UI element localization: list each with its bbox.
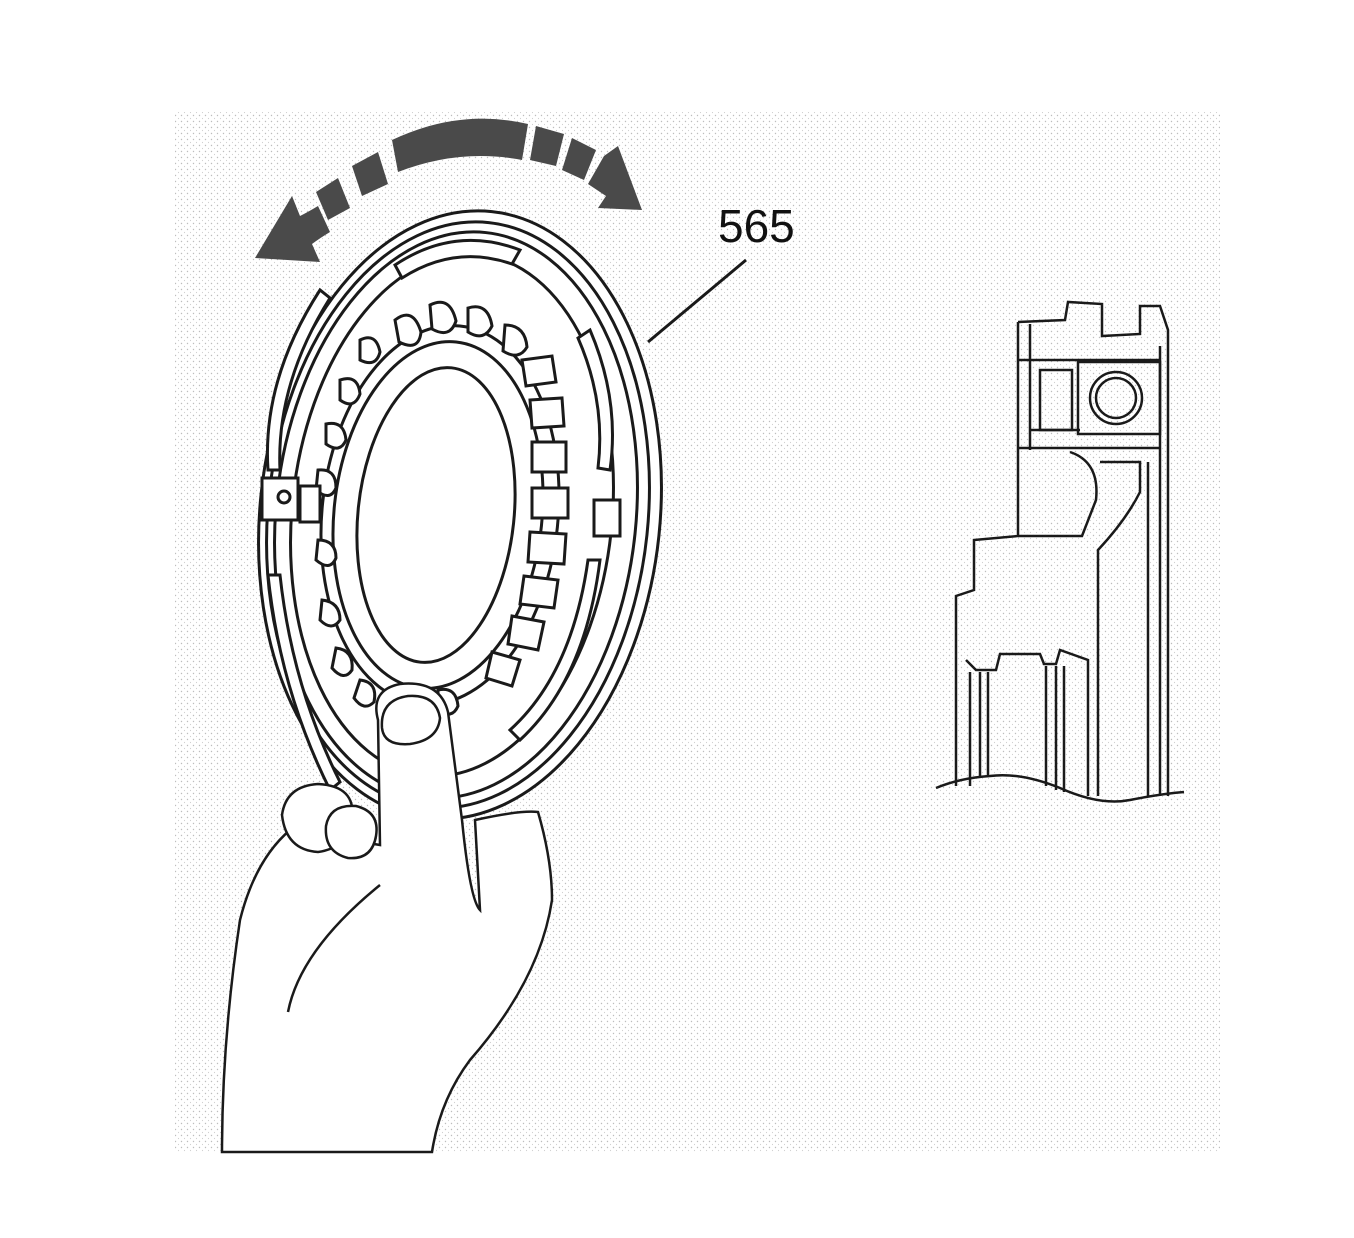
cross-section-profile — [935, 300, 1185, 803]
profile-bearing-housing — [1076, 360, 1162, 436]
rotation-arrow — [255, 118, 642, 262]
reference-numeral-565: 565 — [718, 200, 795, 252]
hand — [220, 682, 554, 1154]
palm-crease — [286, 884, 381, 1013]
profile-break-line — [935, 773, 1185, 803]
knuckle-lower — [324, 804, 378, 860]
dial-center-hole — [355, 366, 517, 664]
profile-ball — [1088, 370, 1144, 426]
bearing-rollers — [298, 300, 570, 716]
index-finger — [220, 682, 554, 1154]
fingernail — [380, 694, 442, 746]
ring-slots — [260, 238, 622, 793]
dial-tab-right — [592, 498, 622, 538]
leader-line — [647, 258, 747, 344]
